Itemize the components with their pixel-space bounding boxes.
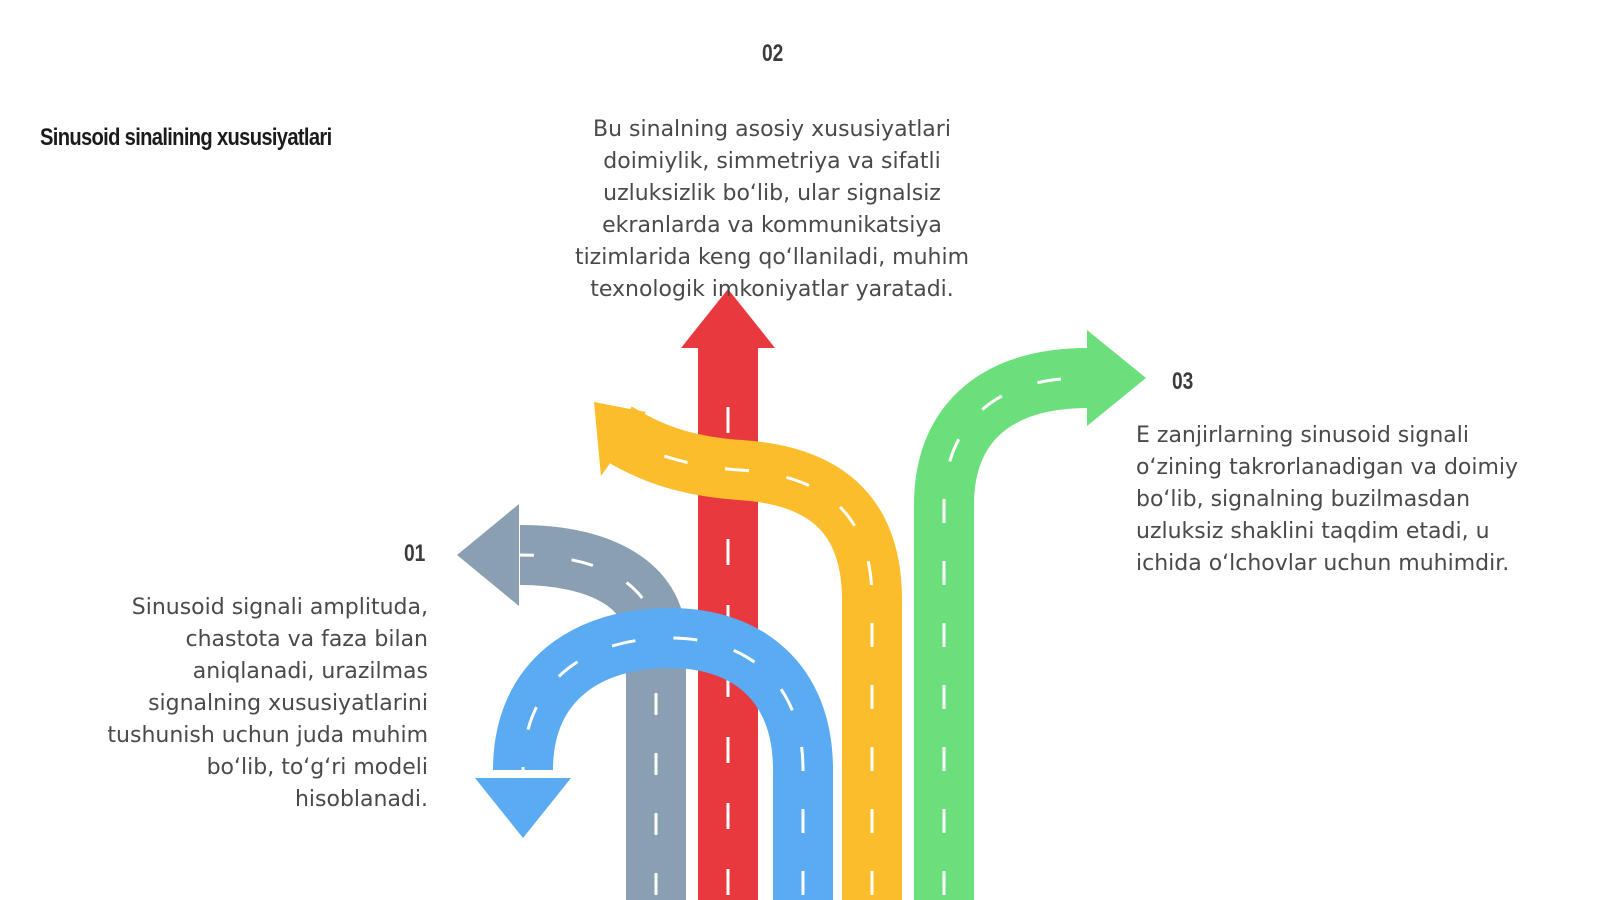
item-description-03: E zanjirlarning sinusoid signali o‘zinin…	[1136, 423, 1519, 576]
item-number-02: 02	[762, 40, 784, 67]
item-description-01: Sinusoid signali amplituda, chastota va …	[107, 595, 428, 812]
green-arrow-icon	[914, 330, 1146, 900]
item-description-02: Bu sinalning asosiy xususiyatlari doimiy…	[574, 117, 970, 302]
item-number-03: 03	[1172, 368, 1194, 395]
red-arrow-icon	[681, 289, 775, 900]
page-title: Sinusoid sinalining xususiyatlari	[40, 124, 332, 151]
item-number-01: 01	[404, 540, 426, 567]
yellow-arrow-icon	[594, 402, 902, 900]
blue-arrow-icon	[475, 607, 833, 900]
